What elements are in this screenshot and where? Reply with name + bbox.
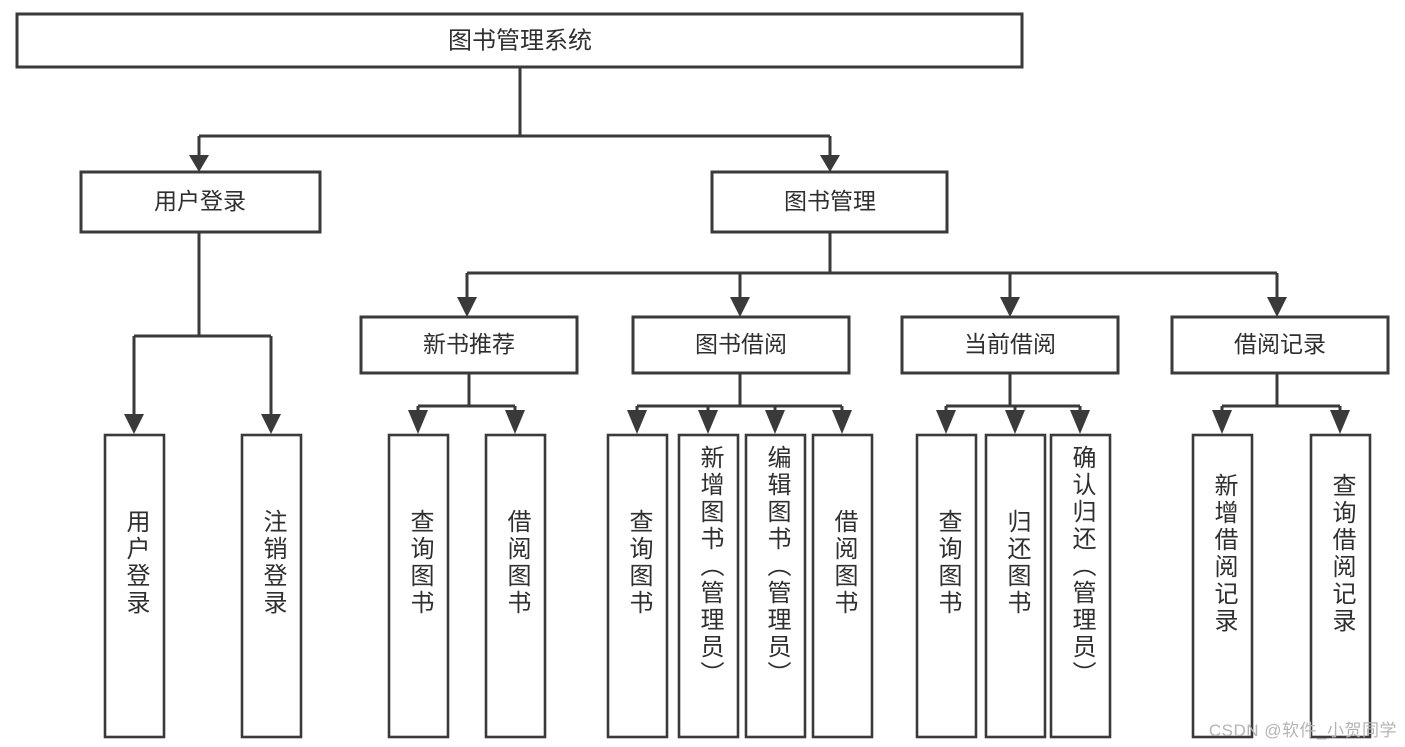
- leaf-boxes-group: [103, 433, 1372, 739]
- arrow-head-current-borrow: [1000, 297, 1020, 317]
- leaf-query-book-2-box[interactable]: [606, 433, 669, 739]
- node-user-login-box[interactable]: [79, 170, 322, 234]
- arrow-head-leaf-query-book-1: [408, 410, 428, 434]
- node-book-manage[interactable]: 图书管理: [710, 170, 949, 234]
- leaf-add-book-box[interactable]: [677, 433, 740, 739]
- leaf-confirm-return-box[interactable]: [1049, 433, 1112, 739]
- node-new-book-recommend[interactable]: 新书推荐: [359, 315, 579, 375]
- arrow-head-leaf-query-book-2: [627, 410, 647, 434]
- node-borrow-record-label: 借阅记录: [1234, 331, 1326, 357]
- arrow-head-leaf-add-record: [1212, 410, 1232, 434]
- node-user-login[interactable]: 用户登录: [79, 170, 322, 234]
- leaf-query-book-1-box[interactable]: [387, 433, 450, 739]
- arrow-head-leaf-return-book: [1005, 410, 1025, 434]
- node-borrow-record[interactable]: 借阅记录: [1170, 315, 1390, 375]
- arrow-head-leaf-query-book-3: [936, 410, 956, 434]
- node-new-book-recommend-label: 新书推荐: [423, 331, 515, 357]
- arrow-head-leaf-confirm-return: [1070, 410, 1090, 434]
- node-current-borrow-label: 当前借阅: [964, 331, 1056, 357]
- node-current-borrow-box[interactable]: [900, 315, 1120, 375]
- node-book-manage-box[interactable]: [710, 170, 949, 234]
- connectors-group: [124, 67, 1350, 434]
- leaf-borrow-book-2-box[interactable]: [811, 433, 874, 739]
- node-root[interactable]: 图书管理系统: [15, 12, 1024, 69]
- node-book-borrow-box[interactable]: [631, 315, 851, 375]
- leaf-edit-book-box[interactable]: [744, 433, 807, 739]
- node-new-book-recommend-box[interactable]: [359, 315, 579, 375]
- leaf-borrow-book-1-box[interactable]: [484, 433, 547, 739]
- leaf-query-book-3-box[interactable]: [915, 433, 978, 739]
- arrow-head-book-borrow: [730, 297, 750, 317]
- leaf-return-book-box[interactable]: [984, 433, 1047, 739]
- arrow-head-leaf-borrow-book-2: [832, 410, 852, 434]
- leaf-query-record-box[interactable]: [1309, 433, 1372, 739]
- leaf-user-login-box[interactable]: [103, 433, 166, 739]
- node-book-borrow-label: 图书借阅: [695, 331, 787, 357]
- node-root-box[interactable]: [15, 12, 1024, 69]
- leaf-logout-login-box[interactable]: [240, 433, 303, 739]
- node-root-label: 图书管理系统: [448, 27, 592, 54]
- arrow-head-leaf-logout-login: [261, 414, 281, 434]
- node-book-borrow[interactable]: 图书借阅: [631, 315, 851, 375]
- node-borrow-record-box[interactable]: [1170, 315, 1390, 375]
- arrow-head-book-manage: [820, 155, 840, 172]
- node-user-login-label: 用户登录: [154, 188, 246, 214]
- arrow-head-borrow-record: [1267, 297, 1287, 317]
- arrow-head-leaf-add-book: [698, 410, 718, 434]
- arrow-head-user-login: [189, 155, 209, 172]
- node-book-manage-label: 图书管理: [784, 188, 876, 214]
- arrow-head-leaf-borrow-book-1: [505, 410, 525, 434]
- arrow-head-leaf-user-login: [124, 414, 144, 434]
- arrow-head-leaf-query-record: [1330, 410, 1350, 434]
- arrow-head-new-book-recommend: [457, 297, 477, 317]
- arrow-head-leaf-edit-book: [765, 410, 785, 434]
- leaf-add-record-box[interactable]: [1191, 433, 1254, 739]
- watermark-text: CSDN @软件_小贺同学: [1208, 721, 1397, 740]
- node-current-borrow[interactable]: 当前借阅: [900, 315, 1120, 375]
